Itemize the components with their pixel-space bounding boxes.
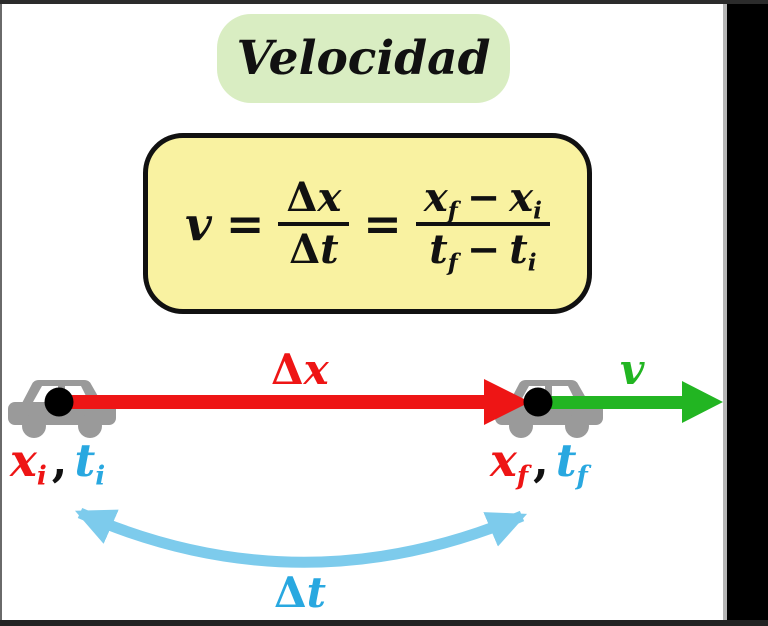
t-variable: t	[306, 568, 326, 617]
expanded-fraction: xf−xi tf−ti	[415, 173, 550, 274]
x-initial: xi	[10, 434, 47, 489]
position-marker-dot-final	[523, 387, 553, 417]
t-var: t	[74, 434, 96, 487]
delta-x-label: Δx	[271, 349, 329, 391]
left-border	[0, 0, 2, 626]
delta-symbol: Δ	[274, 568, 307, 617]
t-initial-var: t	[509, 225, 528, 273]
delta-symbol: Δ	[289, 225, 321, 273]
x-final: xf	[490, 434, 528, 489]
equals-sign: =	[225, 196, 265, 251]
t-initial: ti	[74, 434, 105, 489]
fraction-numerator: xf−xi	[416, 173, 550, 224]
x-var: x	[10, 434, 37, 487]
comma: ,	[533, 434, 549, 487]
fraction-denominator: Δt	[278, 221, 350, 273]
velocity-label: v	[620, 345, 645, 394]
sub-i: i	[95, 460, 106, 492]
equals-sign: =	[363, 196, 402, 251]
time-interval-arc	[74, 507, 528, 568]
right-divider-line	[723, 0, 727, 626]
t-final: tf	[555, 434, 588, 489]
t-final-var: t	[429, 225, 448, 273]
bottom-border	[0, 620, 768, 626]
sub-i: i	[527, 248, 537, 276]
delta-t-label: Δt	[274, 572, 326, 614]
t-var: t	[555, 434, 577, 487]
sub-f: f	[516, 460, 529, 492]
sub-f: f	[447, 248, 458, 276]
delta-symbol: Δ	[271, 345, 304, 394]
x-initial-var: x	[509, 173, 534, 221]
formula-v: v	[185, 196, 212, 251]
x-variable: x	[303, 345, 329, 394]
sub-i: i	[533, 196, 542, 224]
car-icon-initial	[8, 380, 116, 438]
fraction-denominator: tf−ti	[415, 221, 550, 274]
comma: ,	[51, 434, 68, 487]
page-title: Velocidad	[236, 31, 491, 86]
x-variable: x	[317, 173, 342, 221]
velocity-formula: v = Δx Δt = xf−xi tf−ti	[185, 173, 550, 274]
final-position-time-label: xf,tf	[490, 438, 588, 489]
position-marker-dot-initial	[44, 387, 74, 417]
right-black-column	[727, 0, 768, 626]
sub-i: i	[36, 460, 47, 492]
delta-symbol: Δ	[286, 173, 318, 221]
t-variable: t	[320, 225, 339, 273]
formula-box: v = Δx Δt = xf−xi tf−ti	[143, 133, 592, 314]
minus-sign: −	[466, 225, 501, 273]
x-var: x	[490, 434, 517, 487]
top-border	[0, 0, 768, 4]
x-final-var: x	[423, 173, 448, 221]
minus-sign: −	[466, 173, 501, 221]
sub-f: f	[576, 460, 588, 492]
delta-fraction: Δx Δt	[278, 173, 350, 273]
car-icon-final	[495, 380, 603, 438]
initial-position-time-label: xi,ti	[10, 438, 105, 489]
sub-f: f	[447, 196, 458, 224]
title-pill: Velocidad	[217, 14, 510, 103]
fraction-numerator: Δx	[278, 173, 349, 222]
